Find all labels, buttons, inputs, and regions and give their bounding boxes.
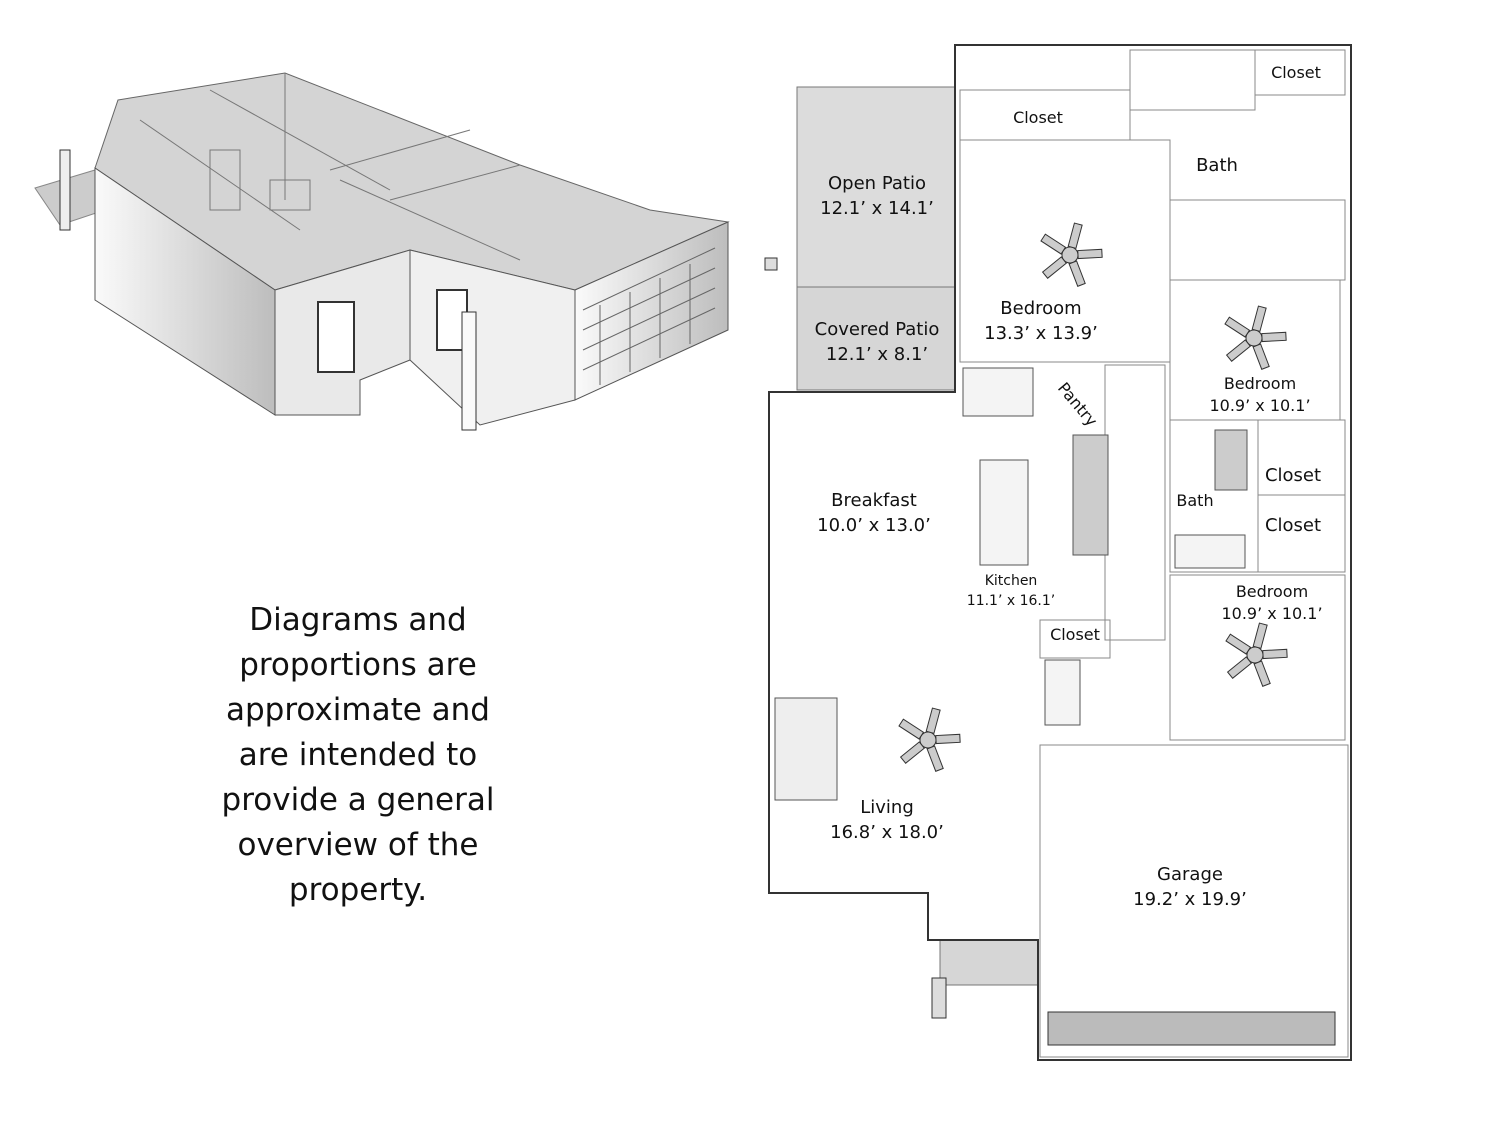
room-size: 16.8’ x 18.0’ xyxy=(830,822,944,843)
disclaimer-line: property. xyxy=(288,872,428,908)
room-label: Bath xyxy=(1176,491,1213,510)
house-outline xyxy=(768,44,1352,1061)
room-label: Closet xyxy=(1050,625,1100,644)
room-size: 10.9’ x 10.1’ xyxy=(1209,396,1310,415)
disclaimer-line: overview of the xyxy=(237,827,479,863)
room-label: Living xyxy=(860,797,914,818)
covered-patio xyxy=(796,286,956,391)
room-label: Open Patio xyxy=(828,173,926,194)
room-size: 10.0’ x 13.0’ xyxy=(817,515,931,536)
disclaimer-line: proportions are xyxy=(239,647,477,683)
room-label: Bedroom xyxy=(1000,298,1081,319)
room-label: Closet xyxy=(1265,515,1321,536)
room-size: 12.1’ x 8.1’ xyxy=(826,344,928,365)
disclaimer-text: Diagrams and proportions are approximate… xyxy=(188,598,528,913)
open-patio xyxy=(796,86,956,288)
room-label: Bedroom xyxy=(1236,582,1308,601)
room-label: Bath xyxy=(1196,155,1238,176)
interior-walls xyxy=(764,49,1349,1058)
room-label: Kitchen xyxy=(985,573,1038,589)
ceiling-fan-icons xyxy=(898,222,1288,772)
room-label: Closet xyxy=(1013,108,1063,127)
room-size: 19.2’ x 19.9’ xyxy=(1133,889,1247,910)
room-label: Pantry xyxy=(1054,379,1101,430)
3d-house-rendering xyxy=(34,72,730,431)
room-label: Closet xyxy=(1271,63,1321,82)
room-size: 11.1’ x 16.1’ xyxy=(967,593,1055,609)
room-label: Covered Patio xyxy=(815,319,940,340)
room-size: 12.1’ x 14.1’ xyxy=(820,198,934,219)
room-label: Breakfast xyxy=(831,490,917,511)
disclaimer-line: Diagrams and xyxy=(249,602,467,638)
room-label: Bedroom xyxy=(1224,374,1296,393)
disclaimer-line: are intended to xyxy=(238,737,478,773)
room-label: Garage xyxy=(1157,864,1223,885)
room-size: 13.3’ x 13.9’ xyxy=(984,323,1098,344)
disclaimer-line: provide a general xyxy=(221,782,495,818)
room-size: 10.9’ x 10.1’ xyxy=(1221,604,1322,623)
front-porch xyxy=(939,939,1039,986)
disclaimer-line: approximate and xyxy=(226,692,490,728)
room-label: Closet xyxy=(1265,465,1321,486)
